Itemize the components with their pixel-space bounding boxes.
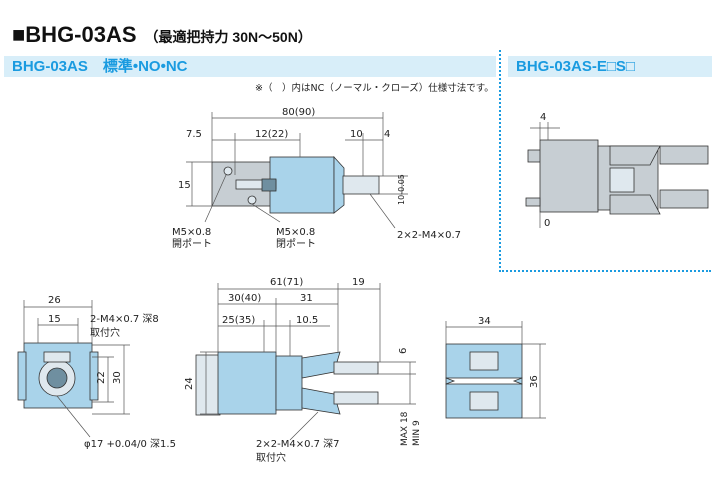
svg-text:取付穴: 取付穴 bbox=[256, 451, 286, 464]
section-header-standard: BHG-03AS 標準•NO•NC bbox=[4, 56, 496, 77]
svg-text:7.5: 7.5 bbox=[186, 129, 202, 140]
svg-text:M5×0.8: M5×0.8 bbox=[172, 227, 211, 238]
svg-text:取付穴: 取付穴 bbox=[90, 326, 120, 339]
product-title: ■BHG-03AS （最適把持力 30N〜50N） bbox=[12, 22, 312, 48]
svg-text:15: 15 bbox=[178, 180, 191, 191]
side-jaw-lower bbox=[301, 387, 341, 415]
front-view: 34 36 bbox=[445, 316, 546, 419]
grip-force: （最適把持力 30N〜50N） bbox=[144, 29, 312, 45]
option-view: 4 0 bbox=[525, 112, 709, 229]
option-body bbox=[539, 139, 599, 213]
dim-length: 80(90) bbox=[282, 107, 315, 118]
option-cable-bottom bbox=[659, 189, 709, 209]
svg-text:0: 0 bbox=[544, 218, 550, 229]
svg-text:2×2-M4×0.7 深7: 2×2-M4×0.7 深7 bbox=[256, 438, 340, 450]
side-view: 61(71) 19 30(40) 31 25(35) 10.5 24 6 MAX… bbox=[184, 277, 422, 464]
svg-text:19: 19 bbox=[352, 277, 365, 288]
end-view: 26 15 2-M4×0.7 深8 取付穴 22 30 φ17 +0.04/0 … bbox=[17, 295, 176, 450]
svg-text:31: 31 bbox=[300, 293, 313, 304]
svg-text:閉ポート: 閉ポート bbox=[276, 238, 316, 250]
svg-text:36: 36 bbox=[529, 375, 540, 388]
top-view: 80(90) 7.5 12(22) 10 4 15 10-0.05 M5×0.8… bbox=[172, 107, 461, 250]
svg-text:M5×0.8: M5×0.8 bbox=[276, 227, 315, 238]
svg-text:24: 24 bbox=[184, 377, 195, 390]
svg-text:10.5: 10.5 bbox=[296, 315, 318, 326]
top-body bbox=[269, 156, 335, 214]
nc-note: ※（ ）内はNC（ノーマル・クローズ）仕様寸法です。 bbox=[255, 83, 494, 94]
svg-text:開ポート: 開ポート bbox=[172, 238, 212, 250]
svg-text:34: 34 bbox=[478, 316, 491, 327]
svg-text:15: 15 bbox=[48, 314, 61, 325]
svg-text:61(71): 61(71) bbox=[270, 277, 303, 288]
option-cable-top bbox=[659, 145, 709, 165]
svg-text:φ17 +0.04/0 深1.5: φ17 +0.04/0 深1.5 bbox=[84, 438, 176, 450]
svg-text:12(22): 12(22) bbox=[255, 129, 288, 140]
svg-text:26: 26 bbox=[48, 295, 61, 306]
model-name: ■BHG-03AS bbox=[12, 22, 137, 47]
option-frame bbox=[499, 50, 711, 272]
svg-text:6: 6 bbox=[398, 348, 409, 354]
svg-text:22: 22 bbox=[96, 371, 107, 384]
svg-text:25(35): 25(35) bbox=[222, 315, 255, 326]
svg-text:10-0.05: 10-0.05 bbox=[397, 174, 406, 205]
side-body bbox=[217, 351, 277, 415]
svg-text:MAX 18: MAX 18 bbox=[400, 411, 410, 446]
svg-text:30: 30 bbox=[112, 371, 123, 384]
svg-text:2×2-M4×0.7: 2×2-M4×0.7 bbox=[397, 230, 461, 241]
svg-text:30(40): 30(40) bbox=[228, 293, 261, 304]
svg-text:4: 4 bbox=[384, 129, 390, 140]
top-jaw bbox=[342, 175, 380, 195]
section-header-sensor: BHG-03AS-E□S□ bbox=[508, 56, 712, 77]
svg-text:4: 4 bbox=[540, 112, 546, 123]
svg-text:2-M4×0.7 深8: 2-M4×0.7 深8 bbox=[90, 313, 159, 325]
svg-text:MIN 9: MIN 9 bbox=[412, 420, 422, 446]
svg-text:10: 10 bbox=[350, 129, 363, 140]
